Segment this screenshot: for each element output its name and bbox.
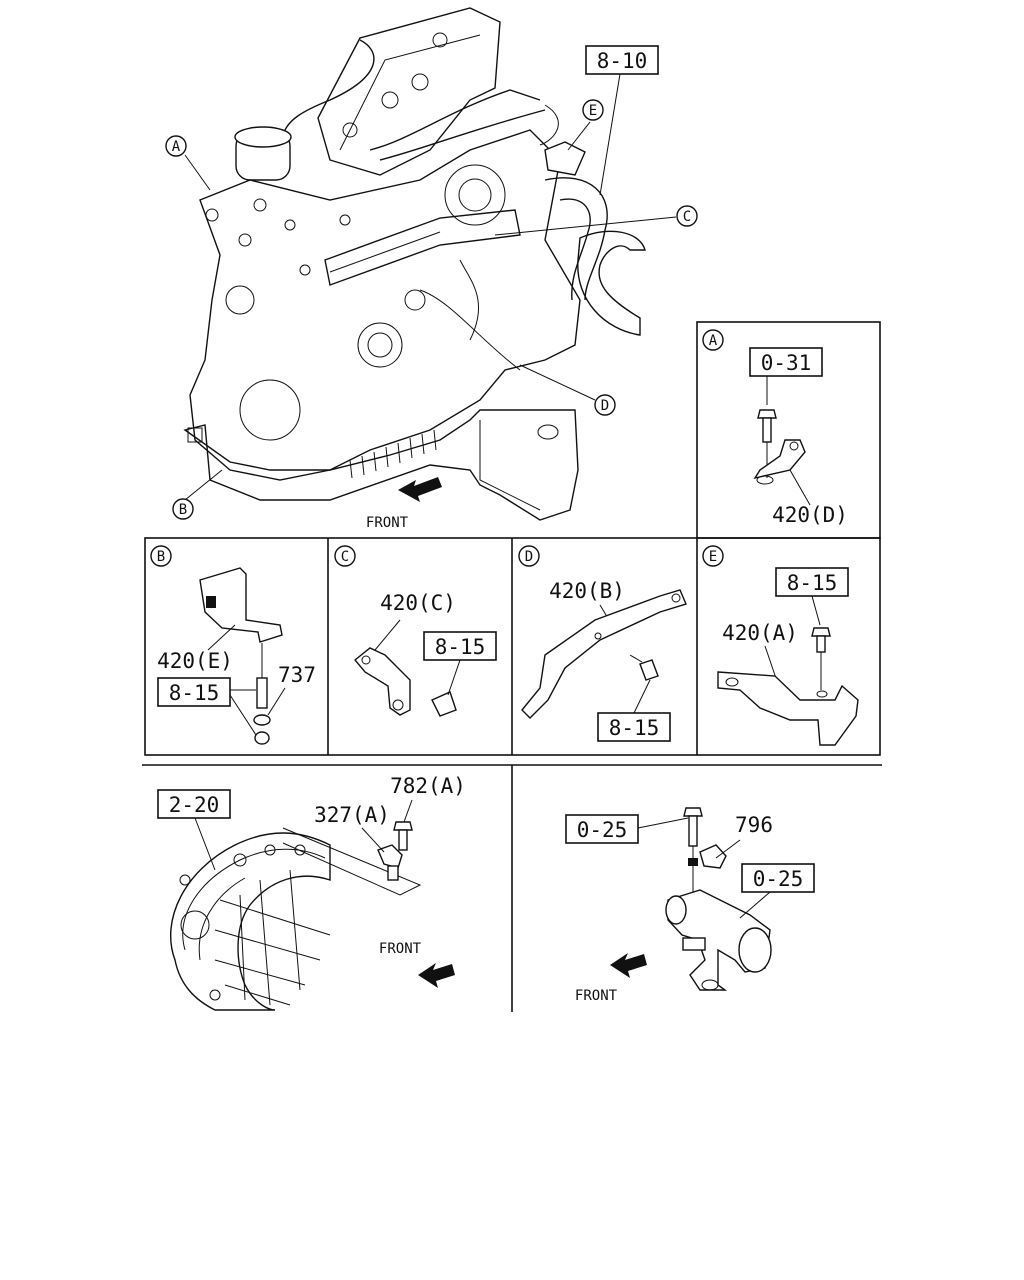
- front-arrow-icon-3: [610, 953, 647, 978]
- callout-e: E: [582, 99, 604, 121]
- callout-d: D: [594, 394, 616, 416]
- svg-text:737: 737: [278, 663, 316, 687]
- panel-c: C 420(C) 8-15: [334, 545, 497, 717]
- svg-text:0-25: 0-25: [577, 818, 628, 842]
- svg-text:8-15: 8-15: [609, 716, 660, 740]
- bottom-right-assembly: 0-25 796 0-25 FRONT: [565, 807, 815, 1004]
- svg-text:0-25: 0-25: [753, 867, 804, 891]
- svg-text:8-15: 8-15: [435, 635, 486, 659]
- svg-text:D: D: [525, 549, 533, 565]
- svg-text:796: 796: [735, 813, 773, 837]
- svg-text:A: A: [709, 333, 718, 349]
- callout-c: C: [676, 205, 698, 227]
- svg-text:420(A): 420(A): [722, 621, 798, 645]
- svg-text:C: C: [683, 209, 691, 225]
- svg-text:2-20: 2-20: [169, 793, 220, 817]
- front-arrow-icon-2: [418, 963, 455, 988]
- svg-text:D: D: [601, 398, 609, 414]
- svg-text:420(B): 420(B): [549, 579, 625, 603]
- svg-text:420(C): 420(C): [380, 591, 456, 615]
- panel-a: A 0-31 420(D): [702, 329, 848, 527]
- svg-text:420(D): 420(D): [772, 503, 848, 527]
- svg-text:E: E: [589, 103, 597, 119]
- svg-text:420(E): 420(E): [157, 649, 233, 673]
- svg-text:8-15: 8-15: [787, 571, 838, 595]
- svg-text:8-10: 8-10: [597, 49, 648, 73]
- svg-text:327(A): 327(A): [314, 803, 390, 827]
- svg-text:FRONT: FRONT: [379, 941, 422, 957]
- front-label: FRONT: [366, 515, 409, 531]
- svg-text:FRONT: FRONT: [575, 988, 618, 1004]
- svg-text:B: B: [157, 549, 165, 565]
- engine-illustration: [183, 7, 646, 521]
- svg-text:0-31: 0-31: [761, 351, 812, 375]
- svg-text:A: A: [172, 139, 181, 155]
- svg-text:B: B: [179, 502, 187, 518]
- panel-e: E 8-15 420(A): [702, 545, 859, 746]
- ref-box-8-10: 8-10: [585, 45, 659, 75]
- svg-text:8-15: 8-15: [169, 681, 220, 705]
- bottom-left-assembly: 2-20 327(A) 782(A) FRONT: [157, 774, 466, 1011]
- panel-frames: [142, 321, 882, 1012]
- svg-text:782(A): 782(A): [390, 774, 466, 798]
- callout-b: B: [172, 498, 194, 520]
- panel-d: D 420(B) 8-15: [518, 545, 687, 742]
- front-arrow-icon: [398, 477, 442, 502]
- panel-b: B 420(E) 737 8-15: [150, 545, 316, 745]
- main-leaders: [184, 73, 677, 502]
- callout-a: A: [165, 135, 187, 157]
- svg-text:E: E: [709, 549, 717, 565]
- svg-text:C: C: [341, 549, 349, 565]
